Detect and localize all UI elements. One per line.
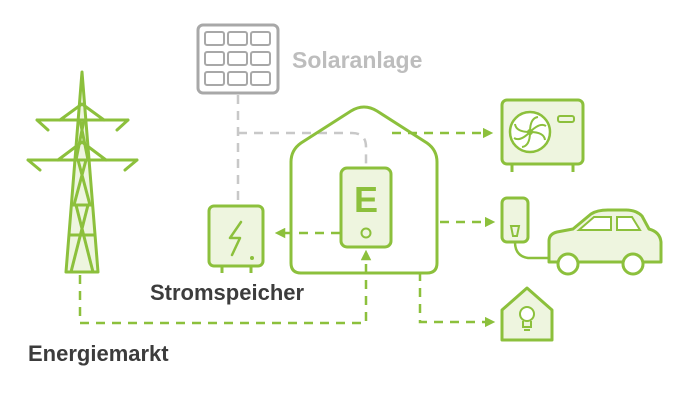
energy-manager-device-icon: E [339, 166, 393, 249]
house-icon [289, 105, 439, 275]
transmission-tower-icon [26, 70, 139, 274]
energy-market-label: Energiemarkt [28, 341, 169, 366]
market-to-controller-flow [78, 249, 372, 325]
smart-home-bulb-icon [500, 286, 554, 342]
solar-connection-lines [236, 95, 368, 203]
solar-label: Solaranlage [292, 47, 423, 73]
storage-label: Stromspeicher [150, 280, 305, 305]
ev-charger-icon [500, 196, 548, 260]
controller-letter: E [354, 179, 378, 220]
solar-panel-icon [196, 23, 280, 95]
solar-to-controller-line [238, 131, 368, 168]
to-smart-home-flow [418, 272, 496, 328]
heat-pump-fan-icon [500, 98, 585, 172]
battery-lightning-icon [207, 204, 265, 273]
electric-car-icon [547, 208, 663, 276]
